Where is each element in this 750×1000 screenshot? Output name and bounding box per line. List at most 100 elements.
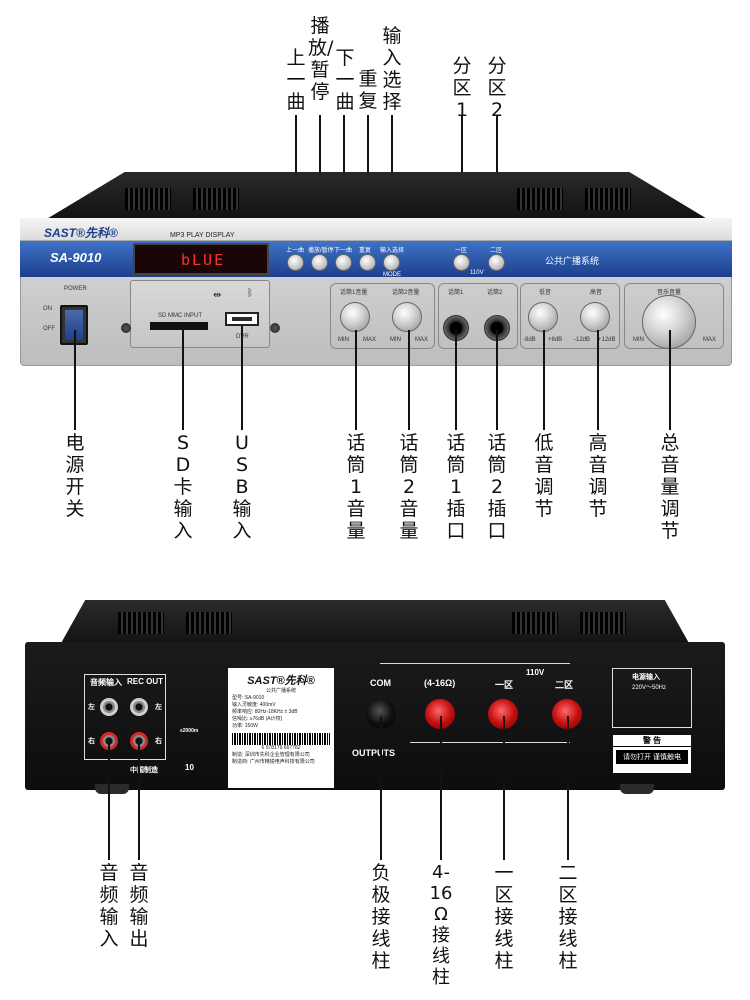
display-title: MP3 PLAY DISPLAY xyxy=(170,232,235,239)
label-prev-track: 上一曲 xyxy=(286,47,306,113)
label-mic2-socket: 话筒2插口 xyxy=(487,432,507,542)
prev-track-button[interactable] xyxy=(287,254,304,271)
label-bass-adj: 低音调节 xyxy=(534,432,554,520)
vent xyxy=(125,188,171,210)
label-input-select: 输入选择 xyxy=(382,25,402,113)
bluetooth-icon: ᛒ xyxy=(247,288,253,299)
off-caption: OFF xyxy=(43,326,55,332)
label-sd-input: SD卡输入 xyxy=(173,432,193,542)
warning-label: 警 告 请勿打开 谨慎触电 xyxy=(613,735,691,773)
audio-in-caption: 音频输入 xyxy=(90,678,122,687)
model-name: SA-9010 xyxy=(50,250,102,265)
input-select-button[interactable] xyxy=(383,254,400,271)
label-ohm-post: 4-16Ω接线柱 xyxy=(429,862,453,988)
barcode-number: 6 978179 667782 xyxy=(261,745,301,751)
ohm-caption: (4-16Ω) xyxy=(424,678,456,688)
screw-icon xyxy=(270,323,280,333)
leader-line xyxy=(355,330,357,430)
usb-icon: ⇹ xyxy=(213,290,222,301)
next-track-button[interactable] xyxy=(335,254,352,271)
treble-max-caption: +12dB xyxy=(598,337,616,343)
sd-card-slot[interactable] xyxy=(150,322,208,330)
label-line: 频率响应: 80Hz-18KHz ± 3dB xyxy=(232,709,298,715)
power-in-caption: 电源输入 xyxy=(632,674,660,681)
usb-port[interactable] xyxy=(225,312,259,326)
label-zone1: 分区1 xyxy=(452,55,472,121)
bus-bar xyxy=(380,663,570,664)
barcode xyxy=(232,733,330,745)
brand-logo: SAST®先科® xyxy=(44,226,118,240)
mic2-jack-caption: 话筒2 xyxy=(487,290,503,296)
btn-caption: 输入选择 xyxy=(380,248,405,254)
leader-line xyxy=(380,716,382,860)
leader-line xyxy=(74,330,76,430)
leader-line xyxy=(455,330,457,430)
treble-caption: 高音 xyxy=(590,290,603,296)
master-caption: 音乐音量 xyxy=(657,290,682,296)
label-line: 型号: SA-9010 xyxy=(232,695,265,701)
front-top-strip xyxy=(20,218,732,241)
on-caption: ON xyxy=(43,306,52,312)
voltage-caption: 110V xyxy=(526,668,545,677)
bass-caption: 低音 xyxy=(539,290,552,296)
label-usb-input: USB输入 xyxy=(232,432,252,542)
warning-title: 警 告 xyxy=(613,735,691,747)
leader-line xyxy=(108,742,110,860)
bass-min-caption: -8dB xyxy=(523,337,536,343)
leader-line xyxy=(669,330,671,430)
leader-line xyxy=(503,716,505,860)
audio-in-left-jack[interactable] xyxy=(100,698,118,716)
play-pause-button[interactable] xyxy=(311,254,328,271)
label-audio-in: 音频输入 xyxy=(99,862,119,950)
leader-line xyxy=(182,326,184,430)
outputs-caption: OUTPUTS xyxy=(352,748,396,758)
left-caption: 左 xyxy=(155,704,162,711)
max-caption: MAX xyxy=(363,337,377,343)
vent xyxy=(186,612,232,634)
label-neg-post: 负极接线柱 xyxy=(371,862,391,972)
display-text: bLUE xyxy=(181,251,226,269)
zone2-caption: 二区 xyxy=(555,680,574,690)
altitude-icon: ≤2000m xyxy=(180,728,199,734)
label-zone2-post: 二区接线柱 xyxy=(558,862,578,972)
bus-bar xyxy=(410,742,570,743)
label-next-track: 下一曲 xyxy=(335,47,355,113)
mic2-volume-knob[interactable] xyxy=(392,302,422,332)
bass-knob[interactable] xyxy=(528,302,558,332)
system-title: 公共广播系统 xyxy=(545,256,600,266)
label-line: 输入灵敏度: 400mV xyxy=(232,702,276,708)
label-line: 制造商: 广州市精锐电声科技有限公司 xyxy=(232,759,315,765)
zone1-button[interactable] xyxy=(453,254,470,271)
power-input-box xyxy=(612,668,692,728)
left-caption: 左 xyxy=(88,704,95,711)
leader-line xyxy=(496,330,498,430)
screw-icon xyxy=(121,323,131,333)
master-min-caption: MIN xyxy=(633,337,644,343)
product-label: SAST®先科® 公共广播系统 型号: SA-9010 输入灵敏度: 400mV… xyxy=(228,668,334,788)
vent xyxy=(580,612,626,634)
label-mic1-vol: 话筒1音量 xyxy=(346,432,366,542)
made-in-caption: 中国制造 xyxy=(130,767,158,774)
label-line: 制造: 深圳市先科企业管理有限公司 xyxy=(232,752,310,758)
recycle-icon: 10 xyxy=(185,763,194,772)
treble-knob[interactable] xyxy=(580,302,610,332)
rec-out-left-jack[interactable] xyxy=(130,698,148,716)
leader-line xyxy=(597,330,599,430)
zone2-button[interactable] xyxy=(488,254,505,271)
label-line: 信噪比: ≥76dB (A计权) xyxy=(232,716,283,722)
leader-line xyxy=(567,716,569,860)
led-display: bLUE xyxy=(133,243,269,275)
blue-band xyxy=(20,241,732,277)
vent xyxy=(517,188,563,210)
foot xyxy=(620,784,654,794)
mic1-volume-knob[interactable] xyxy=(340,302,370,332)
mic-volume-section xyxy=(330,283,435,349)
power-rocker xyxy=(65,310,83,340)
com-caption: COM xyxy=(370,678,391,688)
leader-line xyxy=(440,716,442,860)
zone1-caption: 一区 xyxy=(495,680,514,690)
repeat-button[interactable] xyxy=(359,254,376,271)
btn-caption: 上一曲 xyxy=(286,248,305,254)
label-master-adj: 总音量调节 xyxy=(660,432,680,542)
leader-line xyxy=(543,330,545,430)
